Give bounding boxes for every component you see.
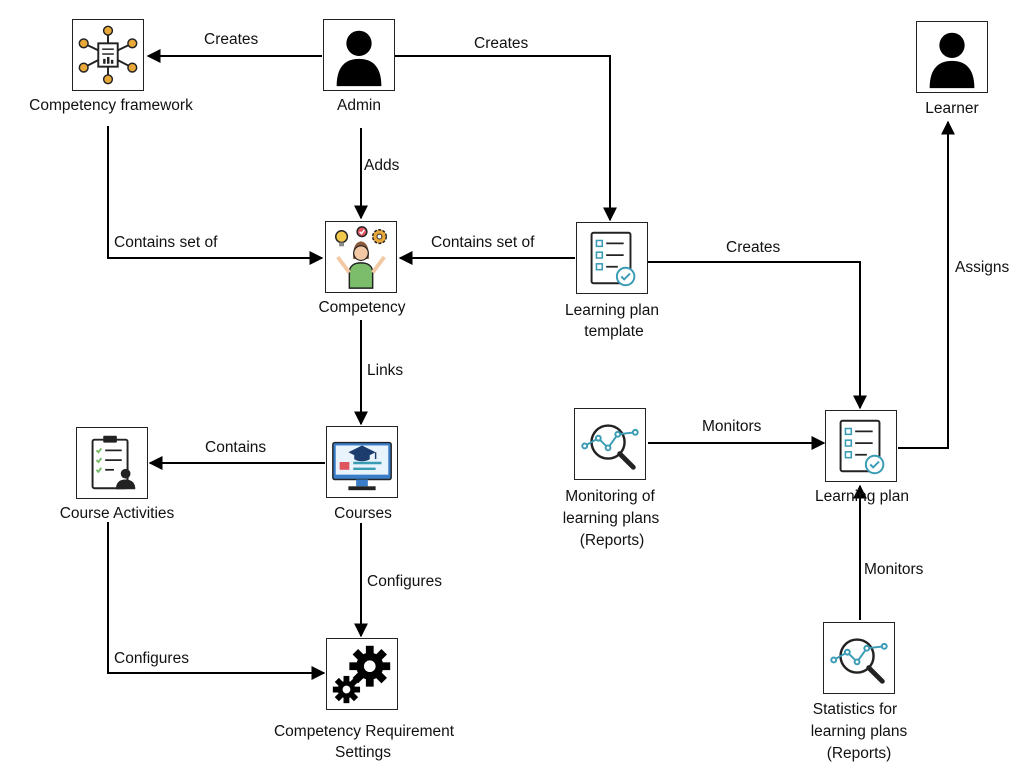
competency-label: Competency [318,299,406,316]
edge-activities-settings [107,522,326,680]
learner-label: Learner [925,100,979,117]
checklist-icon [590,231,636,287]
gears-icon [332,645,391,704]
learning-plan-template-label-line1: Learning plan [565,302,659,319]
monitoring-reports-node [574,408,646,480]
learning-plan-label: Learning plan [815,488,909,505]
edge-admin-template [395,55,617,222]
learning-plan-template-label-line2: template [584,323,644,340]
monitor-graduation-icon [332,441,392,491]
monitoring-reports-label-line1: Monitoring of [565,488,655,505]
edge-framework-competency [107,126,324,265]
checklist-icon [839,419,885,475]
edge-label-courses-contains: Contains [203,439,269,457]
edge-label-admin-creates-framework: Creates [202,31,261,49]
edge-label-template-creates: Creates [724,239,783,257]
statistics-reports-label-line1: Statistics for [812,701,898,718]
analytics-magnifier-icon [581,424,639,470]
edge-plan-learner [898,120,955,449]
courses-label: Courses [334,505,392,522]
person-icon [929,32,975,89]
edge-label-courses-configures: Configures [365,573,444,591]
clipboard-user-icon [91,435,136,490]
competency-node [325,221,397,293]
analytics-magnifier-icon [830,638,888,684]
statistics-reports-label-line2: learning plans [810,723,908,740]
edge-label-monitoring-monitors: Monitors [700,418,764,436]
learning-plan-template-node [576,222,648,294]
monitoring-reports-label-line3: (Reports) [579,532,645,549]
competency-requirement-settings-node [326,638,398,710]
edge-label-admin-creates-template: Creates [472,35,531,53]
statistics-reports-label-line3: (Reports) [826,745,892,762]
competency-requirement-settings-label-line1: Competency Requirement [273,723,455,740]
edge-label-competency-links: Links [365,362,406,380]
course-activities-label: Course Activities [59,505,175,522]
learning-plan-node [825,410,897,482]
edge-template-plan [648,261,867,410]
admin-label: Admin [337,97,381,114]
admin-node [323,19,395,91]
edge-label-template-contains: Contains set of [429,234,537,252]
edge-label-admin-adds: Adds [362,157,402,175]
edge-label-plan-assigns: Assigns [953,259,1012,277]
course-activities-node [76,427,148,499]
competency-framework-node [72,19,144,91]
edge-label-activities-configures: Configures [112,650,191,668]
statistics-reports-node [823,622,895,694]
competency-framework-label: Competency framework [29,97,193,114]
learner-node [916,21,988,93]
courses-node [326,426,398,498]
competency-requirement-settings-label-line2: Settings [334,744,392,761]
edge-label-statistics-monitors: Monitors [862,561,926,579]
person-icon [336,30,382,87]
person-ideas-icon [334,226,388,289]
edge-label-framework-contains: Contains set of [112,234,220,252]
network-document-icon [78,25,138,85]
monitoring-reports-label-line2: learning plans [562,510,660,527]
